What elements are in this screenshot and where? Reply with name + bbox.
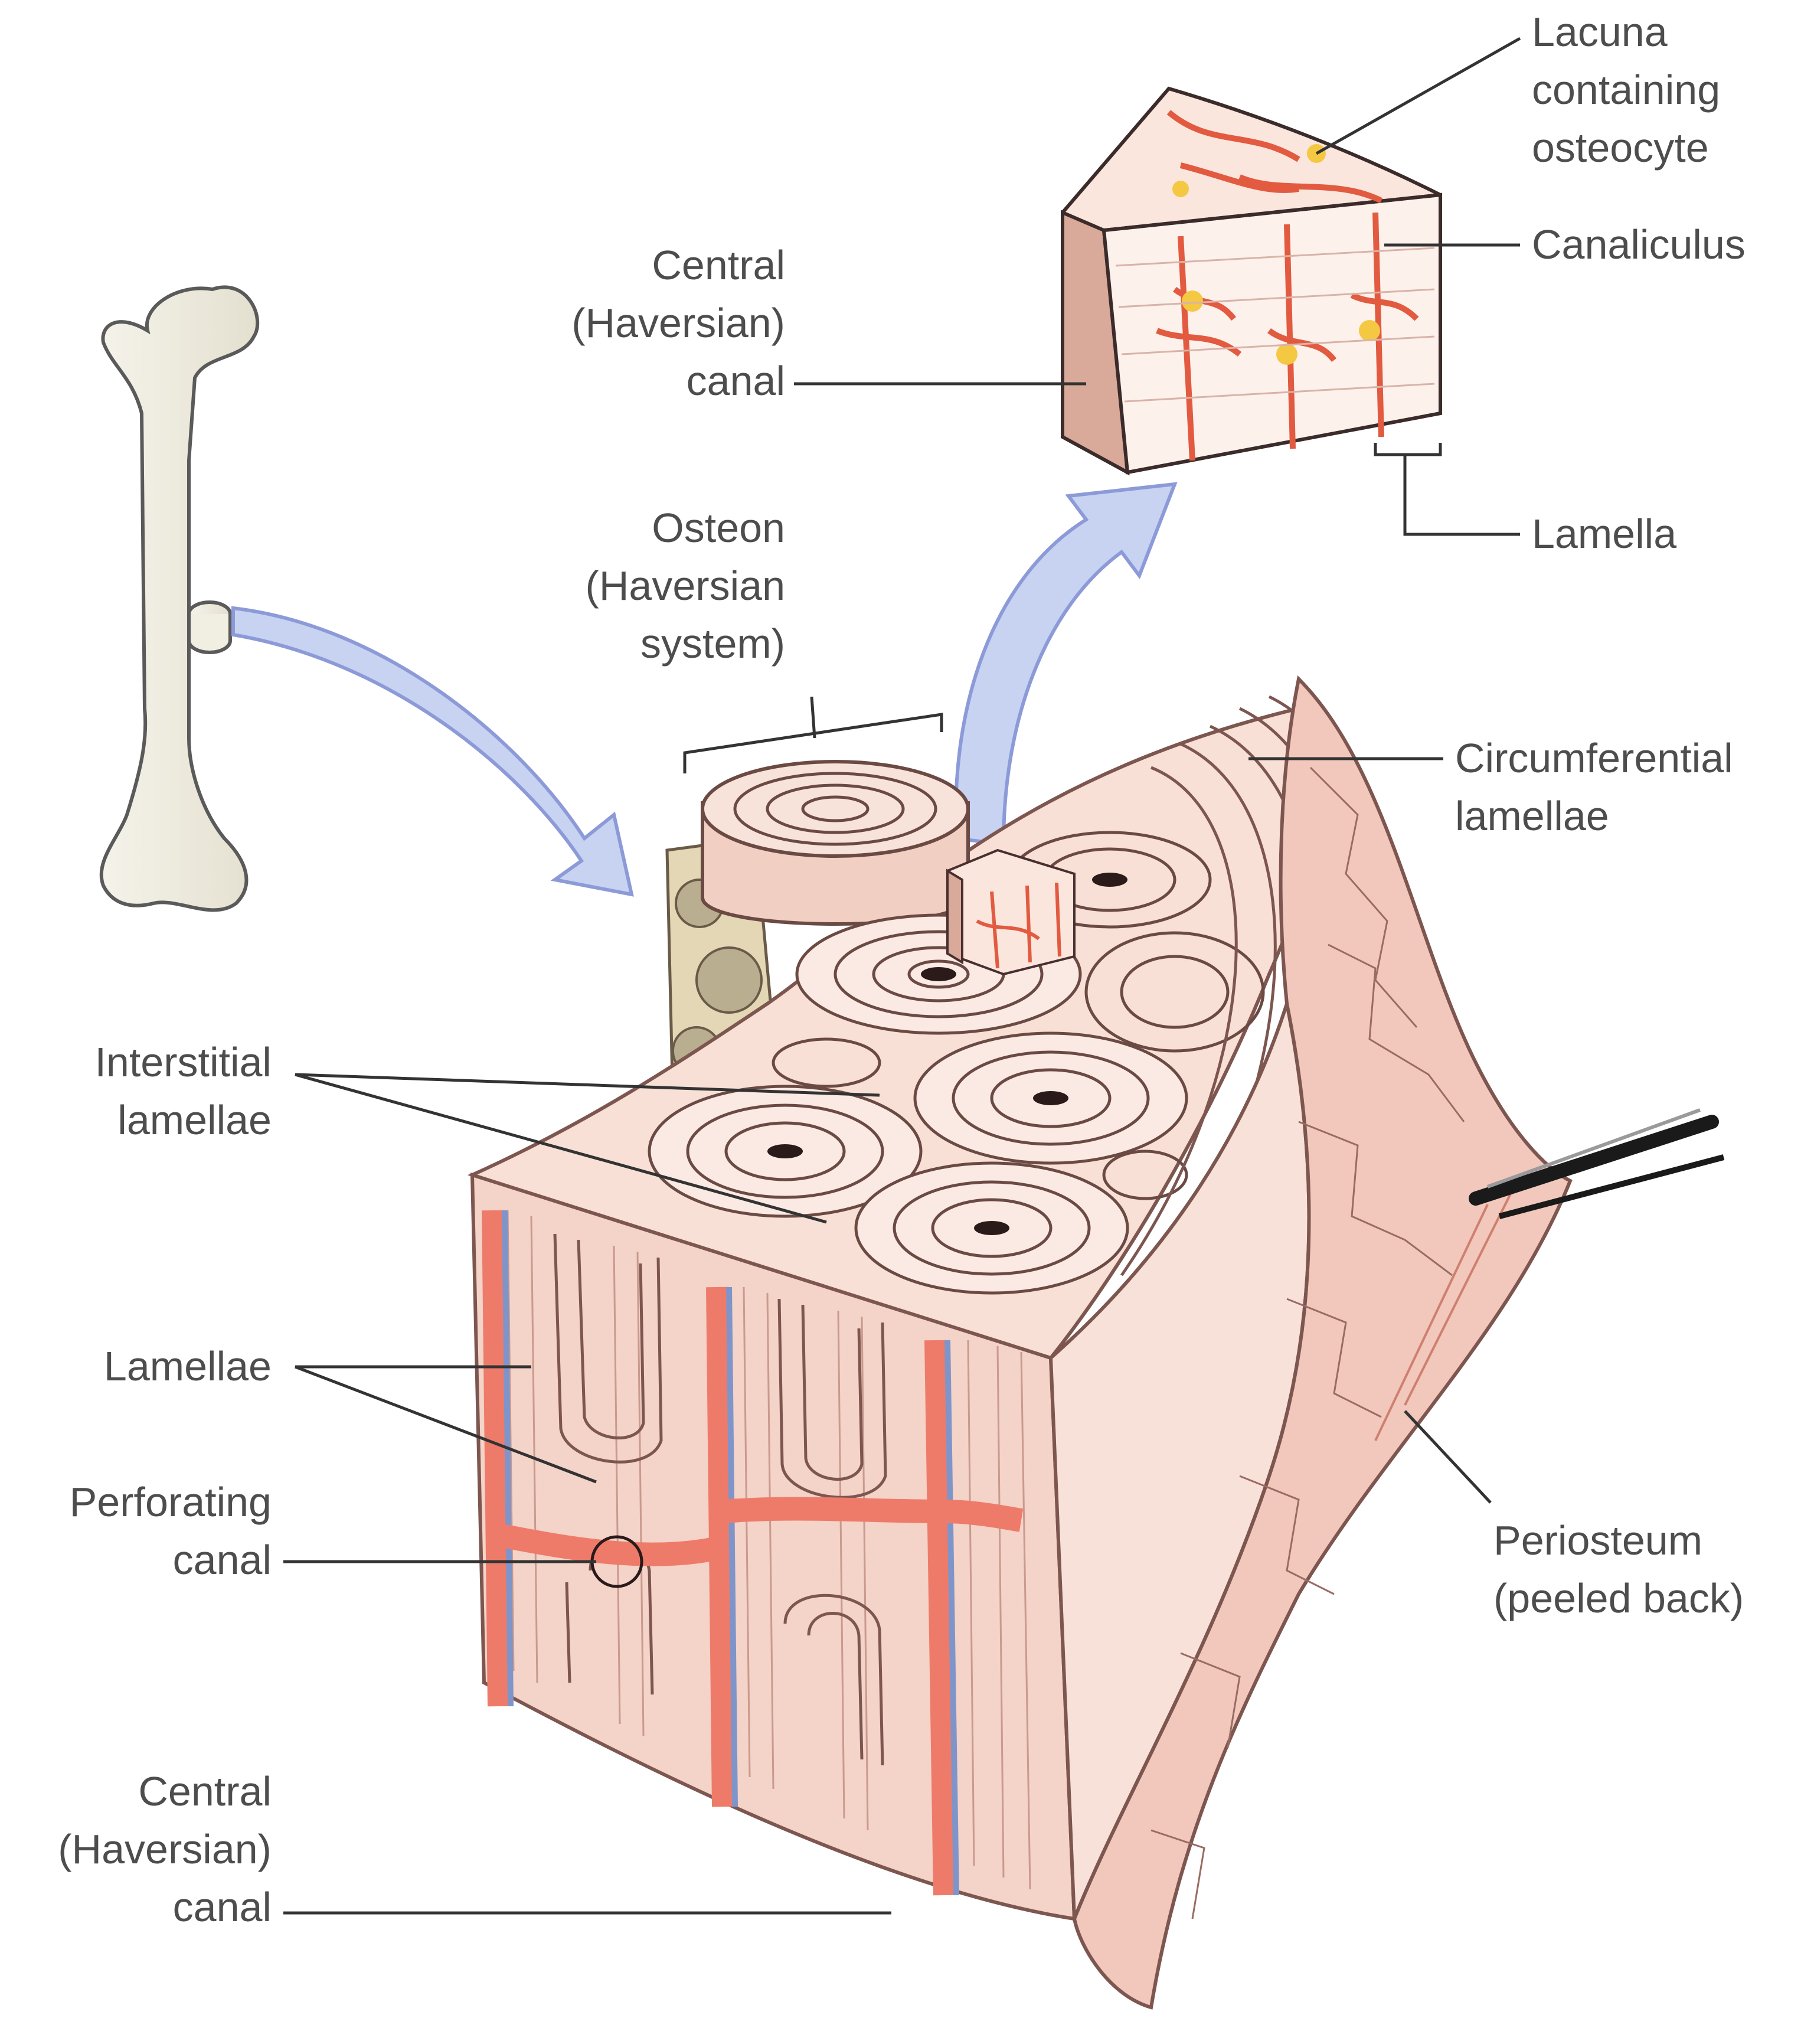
label-periosteum-line-1: Periosteum [1493,1517,1703,1563]
label-central-canal-bottom-line-1: Central [138,1768,272,1814]
label-interstitial-lamellae-line-2: lamellae [117,1097,272,1143]
lamella-wedge [1061,86,1442,476]
label-periosteum-line-2: (peeled back) [1493,1575,1744,1621]
compact-bone-block [468,695,1380,1921]
zoom-arrow-femur [231,606,634,897]
leader-lines [283,37,1521,1915]
label-canaliculus-line-1: Canaliculus [1532,221,1746,267]
forceps-icon [1469,1108,1725,1219]
label-osteon-line-2: (Haversian [585,563,785,609]
label-lamellae-line-1: Lamellae [103,1343,272,1389]
periosteum [1072,675,1573,2010]
label-lacuna: Lacuna containing osteocyte [1532,3,1720,177]
label-osteon-line-3: system) [640,621,785,667]
femur-illustration [99,285,260,912]
label-central-canal-top-line-2: (Haversian) [571,300,785,346]
label-circumferential-lamellae-line-2: lamellae [1455,793,1609,839]
label-lacuna-line-1: Lacuna [1532,9,1668,55]
label-lacuna-line-3: osteocyte [1532,125,1709,171]
label-canaliculus: Canaliculus [1532,215,1746,273]
label-circumferential-lamellae-line-1: Circumferential [1455,735,1733,781]
label-central-canal-top: Central (Haversian) canal [519,236,785,410]
label-periosteum: Periosteum (peeled back) [1493,1511,1744,1627]
label-osteon-line-1: Osteon [652,505,785,551]
label-lacuna-line-2: containing [1532,67,1721,113]
label-central-canal-bottom: Central (Haversian) canal [12,1762,272,1936]
label-lamella: Lamella [1532,505,1676,563]
label-perforating-canal-line-2: canal [172,1537,272,1583]
label-central-canal-bottom-line-2: (Haversian) [58,1826,272,1872]
label-interstitial-lamellae: Interstitial lamellae [24,1033,272,1149]
label-central-canal-bottom-line-3: canal [172,1884,272,1930]
zoom-arrow-osteon [954,482,1178,847]
label-central-canal-top-line-3: canal [686,358,785,404]
label-central-canal-top-line-1: Central [652,242,785,288]
label-interstitial-lamellae-line-1: Interstitial [94,1039,272,1085]
label-circumferential-lamellae: Circumferential lamellae [1455,729,1733,845]
label-perforating-canal-line-1: Perforating [69,1479,272,1525]
label-perforating-canal: Perforating canal [24,1473,272,1589]
label-osteon: Osteon (Haversian system) [519,499,785,672]
label-lamellae: Lamellae [24,1337,272,1395]
label-lamella-line-1: Lamella [1532,511,1677,557]
